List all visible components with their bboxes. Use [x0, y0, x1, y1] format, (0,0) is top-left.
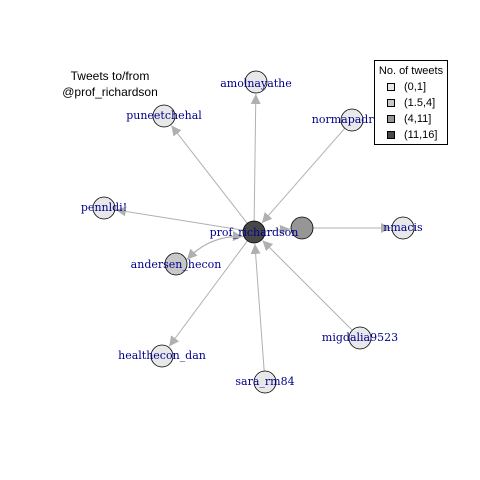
- legend: No. of tweets (0,1] (1.5,4] (4,11] (11,1…: [374, 60, 448, 145]
- node-label-amolnayathe: amolnayathe: [220, 77, 292, 90]
- title-line-1: Tweets to/from: [70, 69, 150, 83]
- node-puneetchehal[interactable]: [152, 104, 176, 128]
- node-label-pennldi: pennldi!: [81, 201, 127, 214]
- legend-item: (4,11]: [375, 111, 447, 127]
- node-andersen_hecon[interactable]: [164, 252, 188, 276]
- title-line-2: @prof_richardson: [62, 85, 158, 99]
- edge-prof_richardson-to-unlabeled: [264, 224, 291, 235]
- edge-andersen_hecon-to-prof_richardson: [185, 231, 243, 261]
- node-sara_rm84[interactable]: [253, 370, 277, 394]
- node-label-migdalia9523: migdalia9523: [322, 331, 398, 344]
- nodes: [92, 70, 415, 394]
- node-label-healthecon_dan: healthecon_dan: [118, 349, 206, 362]
- legend-title: No. of tweets: [378, 65, 444, 77]
- legend-label: (0,1]: [404, 81, 427, 93]
- edge-prof_richardson-to-andersen_hecon: [186, 235, 244, 260]
- node-amolnayathe[interactable]: [244, 70, 268, 94]
- node-normapadro[interactable]: [340, 108, 364, 132]
- edge-prof_richardson-to-healthecon_dan: [168, 240, 248, 347]
- edge-normapadro-to-prof_richardson: [261, 127, 346, 224]
- edge-sara_rm84-to-prof_richardson: [250, 243, 265, 372]
- edge-prof_richardson-to-pennldi: [115, 206, 244, 231]
- node-label-sara_rm84: sara_rm84: [235, 375, 294, 388]
- legend-swatch: [387, 115, 395, 123]
- node-labels: prof_richardson andersen_hecon amolnayathe…: [81, 77, 423, 388]
- edge-prof_richardson-to-puneetchehal: [170, 125, 248, 224]
- legend-item: (0,1]: [375, 79, 447, 95]
- node-migdalia9523[interactable]: [348, 326, 372, 350]
- node-pennldi[interactable]: [92, 196, 116, 220]
- node-unlabeled[interactable]: [290, 216, 314, 240]
- node-label-andersen_hecon: andersen_hecon: [131, 258, 222, 271]
- node-healthecon_dan[interactable]: [150, 344, 174, 368]
- node-label-normapadro: normapadro: [312, 113, 381, 126]
- node-prof_richardson[interactable]: [242, 220, 266, 244]
- legend-item: (1.5,4]: [375, 95, 447, 111]
- legend-item: (11,16]: [375, 127, 447, 143]
- node-label-puneetchehal: puneetchehal: [126, 109, 202, 122]
- legend-swatch: [387, 99, 395, 107]
- legend-swatch: [387, 83, 395, 91]
- node-label-prof_richardson: prof_richardson: [210, 226, 299, 239]
- legend-swatch: [387, 131, 395, 139]
- node-label-nmacis: nmacis: [383, 221, 423, 234]
- legend-label: (4,11]: [404, 113, 432, 125]
- edge-migdalia9523-to-prof_richardson: [262, 240, 353, 331]
- legend-label: (11,16]: [404, 129, 438, 141]
- edges: [115, 93, 391, 372]
- legend-label: (1.5,4]: [404, 97, 436, 109]
- edge-prof_richardson-to-amolnayathe: [250, 93, 261, 222]
- node-nmacis[interactable]: [391, 216, 415, 240]
- graph-title: Tweets to/from @prof_richardson: [40, 68, 180, 100]
